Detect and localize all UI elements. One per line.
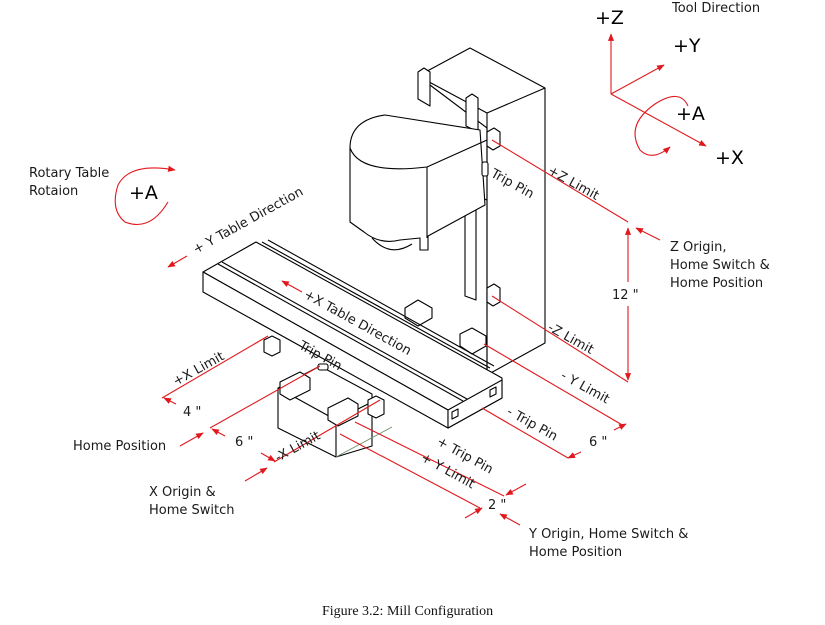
y-plus-limit-line xyxy=(339,433,481,509)
y-dim-b-label: 2 " xyxy=(488,498,506,513)
x-axis-arrow xyxy=(610,93,707,147)
z-origin-label-line3: Home Position xyxy=(670,276,763,291)
rotary-label-line2: Rotaion xyxy=(29,184,78,199)
rotary-table-rotation: Rotary Table Rotaion +A xyxy=(29,165,176,226)
x-dim-a-label: 4 " xyxy=(183,405,201,420)
a-rotation-arrow xyxy=(634,95,689,156)
x-axis-annotations: +X Limit Trip Pin -X Limit 4 " 6 " Home … xyxy=(73,335,381,518)
x-origin-label-line1: X Origin & xyxy=(149,485,216,500)
z-origin-label-line2: Home Switch & xyxy=(670,258,770,273)
figure-caption: Figure 3.2: Mill Configuration xyxy=(322,604,493,619)
rotary-arrow xyxy=(114,165,176,226)
x-home-position-label: Home Position xyxy=(73,439,166,454)
x-dim-b-label: 6 " xyxy=(235,435,253,450)
z-switches xyxy=(486,127,501,307)
z-minus-limit-line xyxy=(491,295,629,383)
y-minus-trip-pin-label: - Trip Pin xyxy=(504,404,560,444)
y-dim-b-arrow-bottom xyxy=(464,507,483,519)
tool-direction-axes: Tool Direction +Z +Y +A +X xyxy=(595,1,760,169)
x-dim-b-arrow-left xyxy=(211,428,226,437)
z-origin-label-line1: Z Origin, xyxy=(670,240,726,255)
y-axis-arrow xyxy=(610,64,665,95)
y-origin-label-line2: Home Position xyxy=(529,545,622,560)
a-axis-label: +A xyxy=(676,103,705,125)
y-minus-trip-pin-line xyxy=(481,407,569,459)
y-minus-limit-line xyxy=(483,343,625,427)
column xyxy=(417,47,546,376)
x-axis-label: +X xyxy=(715,147,744,169)
base xyxy=(404,299,487,355)
x-plus-limit-line xyxy=(161,335,269,399)
y-table-arrow xyxy=(167,255,188,268)
x-dim-b-arrow-right xyxy=(260,452,276,462)
y-dim-a-arrow-right xyxy=(613,423,627,431)
y-dim-a-label: 6 " xyxy=(589,435,607,450)
x-minus-limit-line xyxy=(273,399,381,463)
y-plus-trip-pin-line xyxy=(354,421,505,497)
z-axis-label: +Z xyxy=(595,7,624,29)
x-dim-a-arrow xyxy=(163,397,177,405)
tool-direction-label: Tool Direction xyxy=(671,1,760,16)
y-origin-label-line1: Y Origin, Home Switch & xyxy=(528,527,688,542)
rotary-label-line1: Rotary Table xyxy=(29,166,109,181)
spindle-head xyxy=(349,114,489,251)
x-origin-leader xyxy=(244,467,268,482)
y-dim-a-arrow-left xyxy=(567,451,582,459)
y-dim-b-arrow-top xyxy=(505,483,527,496)
x-table-arrow xyxy=(281,280,303,293)
mill-drawing xyxy=(202,47,546,458)
y-origin-leader xyxy=(499,513,521,526)
z-minus-limit-label: -Z Limit xyxy=(545,320,596,357)
y-axis-label: +Y xyxy=(673,35,701,57)
x-plus-limit-label: +X Limit xyxy=(171,349,227,389)
home-position-leader xyxy=(179,432,204,447)
x-origin-label-line2: Home Switch xyxy=(149,503,235,518)
z-plus-limit-label: +Z Limit xyxy=(545,163,601,203)
z-travel-dimension: 12 " xyxy=(612,288,639,303)
x-trip-pin-line xyxy=(209,365,321,429)
z-plus-limit-line xyxy=(491,139,629,223)
x-table xyxy=(202,239,503,429)
saddle xyxy=(263,335,393,458)
z-origin-leader xyxy=(635,227,661,241)
y-minus-limit-label: - Y Limit xyxy=(558,368,612,407)
rotary-axis-label: +A xyxy=(129,182,158,204)
